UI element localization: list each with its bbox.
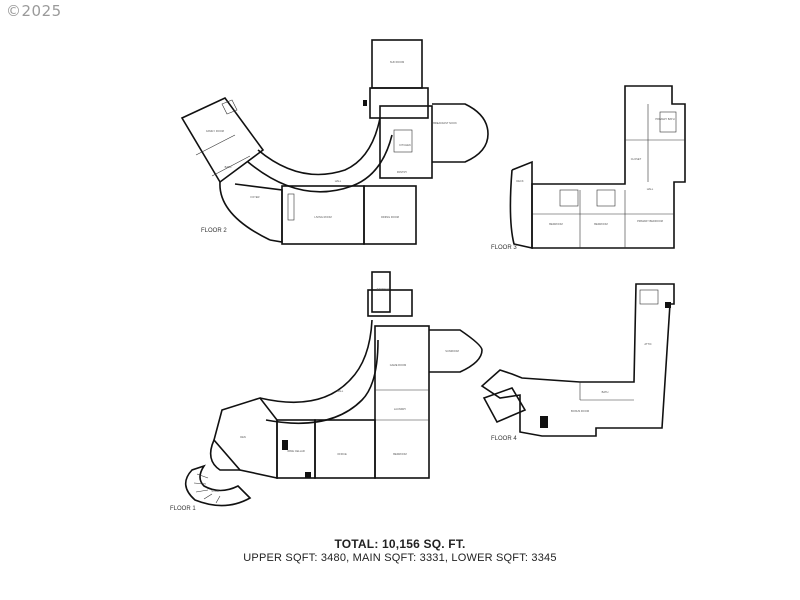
- total-square-footage: TOTAL: 10,156 SQ. FT.: [334, 537, 466, 551]
- floor-2-curved-hall-inner: [247, 134, 393, 193]
- svg-text:WINE CELLAR: WINE CELLAR: [287, 449, 305, 453]
- svg-text:GAME ROOM: GAME ROOM: [390, 363, 406, 367]
- floor-1-study: [314, 419, 376, 479]
- floor-4-attic-room: [482, 387, 527, 424]
- svg-text:SUNROOM: SUNROOM: [445, 349, 459, 353]
- floor-2-breakfast-nook: [432, 103, 489, 163]
- floor-1-curved-hall-outer: [259, 319, 373, 404]
- floor-1-storage: [371, 271, 391, 313]
- floor-2-stair-hall: [369, 87, 429, 119]
- svg-text:HALL: HALL: [647, 187, 654, 191]
- floor-3-outline: [531, 85, 686, 249]
- svg-text:DEN: DEN: [240, 435, 246, 439]
- svg-text:LAUNDRY: LAUNDRY: [394, 407, 407, 411]
- floor-2-entry-curve: [219, 181, 271, 241]
- floor-2-kitchen: [379, 105, 433, 179]
- svg-text:BATH: BATH: [225, 165, 232, 169]
- svg-text:STORAGE: STORAGE: [377, 287, 390, 291]
- svg-text:HALL: HALL: [337, 389, 344, 393]
- svg-text:DINING ROOM: DINING ROOM: [381, 215, 399, 219]
- floor-2-dining-room: [363, 185, 417, 245]
- svg-text:BEDROOM: BEDROOM: [393, 452, 406, 456]
- svg-text:SUN ROOM: SUN ROOM: [390, 60, 404, 64]
- svg-text:BONUS ROOM: BONUS ROOM: [571, 409, 589, 413]
- svg-text:PRIMARY BEDROOM: PRIMARY BEDROOM: [637, 219, 663, 223]
- svg-text:BEDROOM: BEDROOM: [549, 222, 562, 226]
- floor-3-balcony: [509, 160, 533, 249]
- floor-2-label: FLOOR 2: [201, 228, 227, 234]
- floor-1-rec-block: [374, 325, 430, 479]
- floor-4-outline: [480, 283, 675, 437]
- svg-text:KITCHEN: KITCHEN: [399, 143, 411, 147]
- floor-4-plan: ATTIC BATH BONUS ROOM FLOOR 4: [480, 283, 675, 442]
- floor-1-plan: STORAGE GAME ROOM SUNROOM LAUNDRY BEDROO…: [170, 271, 483, 512]
- square-footage-breakdown: UPPER SQFT: 3480, MAIN SQFT: 3331, LOWER…: [243, 552, 557, 564]
- floor-3-label: FLOOR 3: [491, 245, 517, 251]
- floor-3-plan: DECK BEDROOM BEDROOM PRIMARY BEDROOM PRI…: [491, 85, 686, 251]
- svg-text:BATH: BATH: [602, 390, 609, 394]
- svg-text:PRIMARY BATH: PRIMARY BATH: [655, 117, 674, 121]
- svg-text:LIVING ROOM: LIVING ROOM: [314, 215, 331, 219]
- svg-text:DECK: DECK: [516, 179, 523, 183]
- svg-text:OFFICE: OFFICE: [337, 452, 347, 456]
- floor-1-spiral-stair: [184, 464, 252, 507]
- floor-1-sunroom: [429, 329, 483, 373]
- floor-2-curved-hall-outer: [257, 117, 381, 176]
- floor-2-family-room: [180, 96, 265, 184]
- svg-text:PANTRY: PANTRY: [397, 170, 408, 174]
- floor-2-top-room: [371, 39, 423, 89]
- svg-text:BEDROOM: BEDROOM: [594, 222, 607, 226]
- svg-text:BREAKFAST NOOK: BREAKFAST NOOK: [433, 121, 457, 125]
- svg-text:FAMILY ROOM: FAMILY ROOM: [206, 129, 224, 133]
- floor-2-plan: SUN ROOM BREAKFAST NOOK KITCHEN PANTRY H…: [180, 39, 489, 245]
- floor-1-label: FLOOR 1: [170, 506, 196, 512]
- svg-text:ATTIC: ATTIC: [644, 342, 651, 346]
- svg-text:FOYER: FOYER: [251, 195, 260, 199]
- svg-text:HALL: HALL: [335, 179, 342, 183]
- svg-text:STAIR: STAIR: [211, 489, 219, 493]
- floor-4-label: FLOOR 4: [491, 436, 517, 442]
- svg-text:CLOSET: CLOSET: [631, 157, 642, 161]
- copyright-watermark: ©2025: [6, 2, 62, 20]
